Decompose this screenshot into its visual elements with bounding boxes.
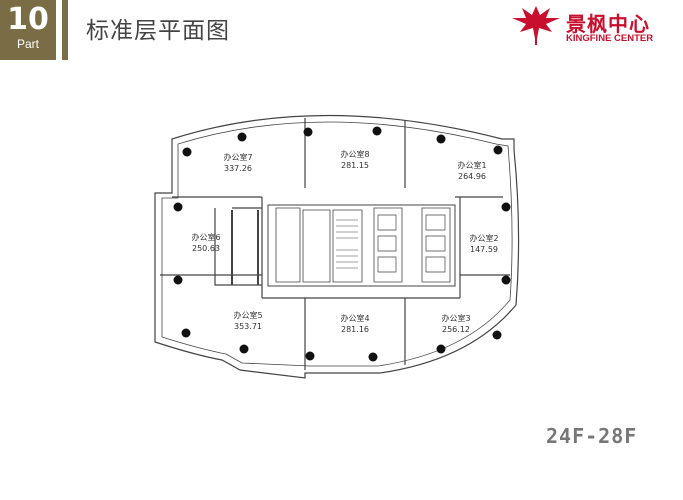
room-1-area: 264.96	[458, 172, 486, 181]
room-4-name: 办公室4	[340, 313, 369, 323]
part-divider-bar	[62, 0, 68, 60]
room-7-name: 办公室7	[223, 152, 252, 162]
room-6-name: 办公室6	[191, 232, 220, 242]
part-badge: 10 Part	[0, 0, 56, 60]
outer-wall	[154, 114, 520, 379]
room-8-area: 281.15	[341, 161, 369, 170]
partition-walls	[172, 118, 503, 298]
page-header: 10 Part 标准层平面图 景枫中心 KINGFINE CENTER	[0, 0, 683, 62]
room-labels: 办公室7 337.26 办公室8 281.15 办公室1 264.96 办公室6…	[191, 149, 498, 334]
room-8-name: 办公室8	[340, 149, 369, 159]
floor-plan-drawing: 办公室7 337.26 办公室8 281.15 办公室1 264.96 办公室6…	[154, 114, 520, 379]
structural-columns	[173, 126, 511, 362]
logo-name-en: KINGFINE CENTER	[566, 33, 654, 44]
room-7-area: 337.26	[224, 164, 252, 173]
room-5-area: 353.71	[234, 322, 262, 331]
room-1-name: 办公室1	[457, 160, 486, 170]
logo-name-cn: 景枫中心	[566, 12, 650, 36]
room-3-area: 256.12	[442, 325, 470, 334]
floor-plan: 办公室7 337.26 办公室8 281.15 办公室1 264.96 办公室6…	[0, 60, 683, 500]
part-label: Part	[16, 37, 39, 51]
page-title: 标准层平面图	[86, 18, 230, 44]
room-3-name: 办公室3	[441, 313, 470, 323]
room-5-name: 办公室5	[233, 310, 262, 320]
room-4-area: 281.16	[341, 325, 369, 334]
room-2-area: 147.59	[470, 245, 498, 254]
room-6-area: 250.63	[192, 244, 220, 253]
room-2-name: 办公室2	[469, 233, 498, 243]
maple-leaf-icon	[512, 6, 560, 45]
brand-logo: 景枫中心 KINGFINE CENTER	[506, 6, 676, 46]
part-number: 10	[7, 2, 49, 37]
floor-range-label: 24F-28F	[546, 424, 638, 448]
